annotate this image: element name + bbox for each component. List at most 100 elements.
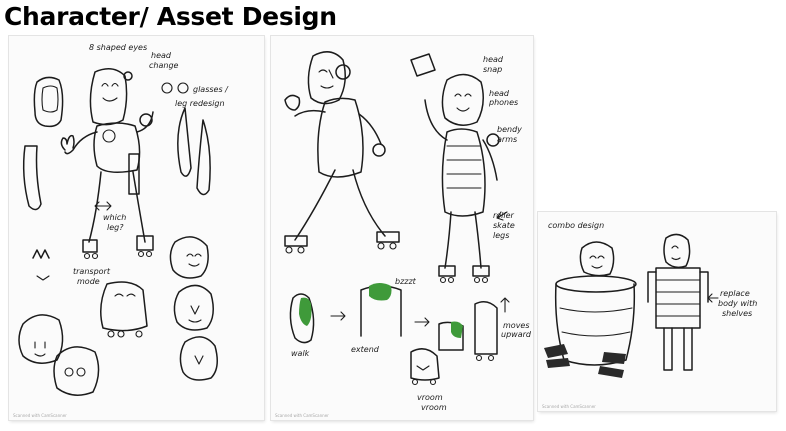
wheel [83,252,91,260]
sketch-sheet-2: head snap head phones bendy arms roller … [271,36,533,420]
chevron-sketch [36,275,50,281]
wheel [117,330,125,338]
scan-watermark: Scanned with CamScanner [542,404,596,409]
note-bendy-1: bendy [497,125,522,134]
robot-fist [284,94,301,111]
note-roller-1: roller [493,211,515,220]
skate-wheel [481,276,489,284]
shelf-lines [655,279,701,317]
shoulder-joint [486,133,500,147]
note-replace-1: replace [720,289,750,298]
walking-robot-torso [317,97,364,178]
pointer-arrow [496,211,508,221]
shelf-robot-face [671,245,681,261]
head-variant [179,336,218,381]
note-which-2: leg? [107,223,124,232]
tread-left [544,344,570,368]
transport-mode-sketch [100,281,148,332]
shelf-robot-legs [663,327,693,371]
scan-watermark: Scanned with CamScanner [13,413,67,418]
skate-boots [284,231,400,247]
leg-piece [128,153,140,195]
head-face [194,355,204,365]
moves-green-shading [451,321,463,338]
robot-shoulder [139,113,153,127]
glasses-lens [64,367,74,377]
antenna-bolt [123,71,133,81]
head-variant [173,284,214,331]
walking-robot-arms [294,109,382,145]
robot-face [101,82,119,102]
skate-wheel [447,276,455,284]
note-roller-3: legs [493,231,509,240]
walking-robot-legs [294,169,386,241]
bin-bands [559,307,633,337]
note-roller-2: skate [493,221,515,230]
main-robot-head [89,68,128,126]
sketch-sheet-3: combo design replace body with shelves S… [538,212,776,411]
face-with-hair [18,314,64,364]
second-robot-head [441,73,484,126]
wheel [107,330,115,338]
note-bzzzt: bzzzt [395,277,417,286]
robot-hand [372,143,386,157]
wheel [145,250,153,258]
note-vroom-2: vroom [421,403,447,412]
note-walk: walk [291,349,310,358]
face-with-glasses [53,346,100,396]
face-features [34,341,46,357]
walk-pose-sketch [289,293,315,344]
wheel [137,250,145,258]
sketch-sheet-1: 8 shaped eyes head change glasses / leg … [9,36,264,420]
sketch-sheet-1-drawing: 8 shaped eyes head change glasses / leg … [18,43,229,396]
note-head-snap-1: head [483,55,504,64]
glasses-lens [177,82,189,94]
note-eyes: 8 shaped eyes [89,43,147,52]
wheel [429,378,437,386]
visor-sketch [41,85,59,113]
skate-wheel [285,246,293,254]
double-arrow [94,201,112,211]
leg-redesign-sketch [177,107,192,177]
head-variant [169,236,209,279]
note-transport-2: mode [77,277,100,286]
tread-right [598,352,626,378]
note-combo: combo design [548,221,604,230]
walk-green-shading [299,297,312,326]
wheel [411,378,419,386]
robot-hand [60,134,75,151]
walking-robot-face [318,69,334,89]
roller-boots [438,265,490,277]
robot-torso [93,122,141,173]
wheel [135,330,143,338]
note-moves-2: upward [501,330,532,339]
sketch-sheet-3-drawing: combo design replace body with shelves [544,221,757,378]
note-extend: extend [351,345,380,354]
note-leg-redesign: leg redesign [175,99,225,108]
walking-robot-head [307,51,346,105]
bendy-arms [424,99,498,181]
bin-rim [555,275,637,293]
leg-redesign-sketch-2 [196,119,211,196]
skate-wheel [439,276,447,284]
arrow [414,317,430,327]
torso-lines [446,145,482,189]
combo-robot-face [589,255,605,269]
bin-body [554,283,636,366]
note-vroom-1: vroom [417,393,443,402]
second-robot-face [454,93,472,112]
note-head-1: head [151,51,172,60]
shelf-body [655,267,701,329]
detached-head-sketch [410,53,436,77]
skate-wheel [473,276,481,284]
up-arrow [500,297,510,313]
leg-sketch-left [22,145,42,211]
moves-upward-sketch-2 [474,301,498,355]
scan-watermark: Scanned with CamScanner [275,413,329,418]
second-robot-torso [441,128,486,217]
skate-wheel [297,246,305,254]
wheel [91,252,99,260]
shelf-robot-arms [647,271,709,303]
extend-green-shading [369,283,392,301]
robot-feet [82,235,154,253]
